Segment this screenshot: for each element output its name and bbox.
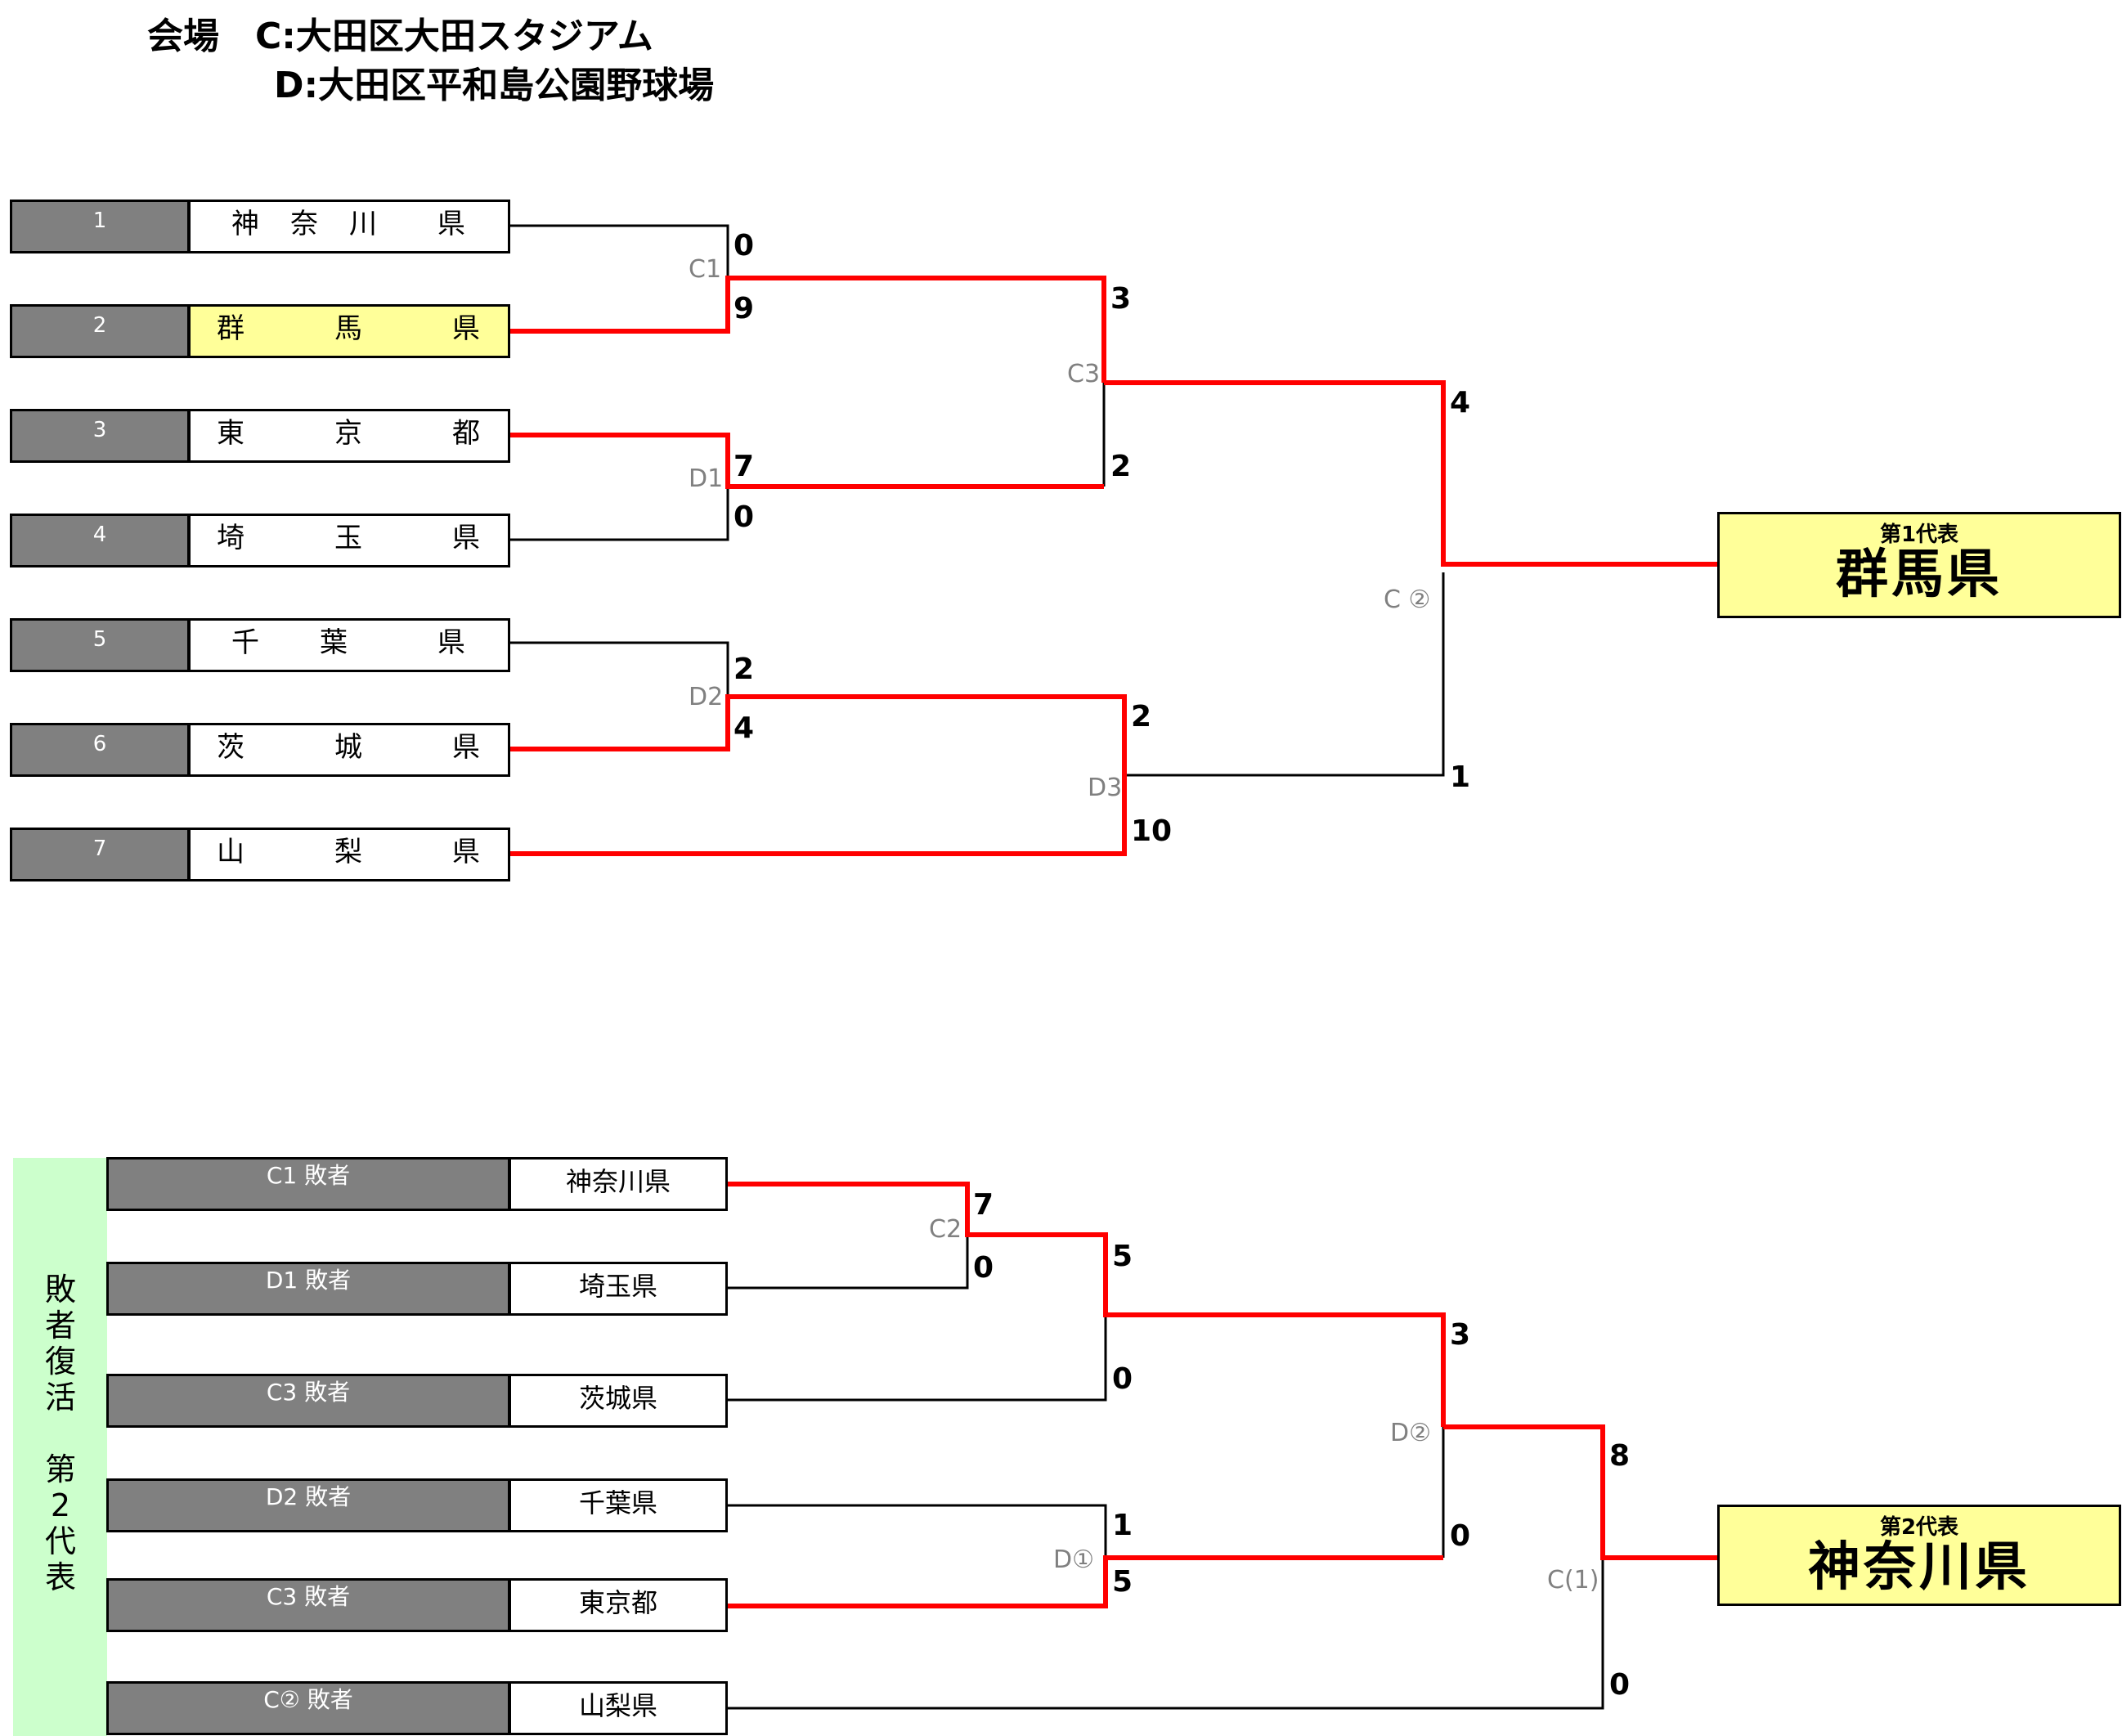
repechage-label-4: D2 敗者 xyxy=(106,1478,510,1532)
team-6: 茨 城 県 xyxy=(188,723,510,777)
score-r-c2-bot: 0 xyxy=(973,1251,994,1285)
first-representative-team: 群馬県 xyxy=(1836,545,2003,605)
score-c3-top: 3 xyxy=(1110,282,1132,316)
seed-7: 7 xyxy=(10,828,190,881)
repechage-label-5: C3 敗者 xyxy=(106,1578,510,1632)
match-label-d2-circle: D② xyxy=(1390,1419,1431,1447)
match-label-c1-paren: C(1) xyxy=(1547,1566,1599,1595)
seed-3: 3 xyxy=(10,409,190,463)
score-r-c1-bot: 0 xyxy=(1609,1668,1631,1702)
first-representative-label: 第1代表 xyxy=(1879,523,1959,547)
repechage-label-2: D1 敗者 xyxy=(106,1262,510,1316)
match-label-d1-circle: D① xyxy=(1053,1545,1094,1574)
second-representative-team: 神奈川県 xyxy=(1808,1537,2030,1598)
score-c2-top: 4 xyxy=(1450,386,1471,419)
repechage-label-6: C② 敗者 xyxy=(106,1681,510,1735)
score-r2-bot: 0 xyxy=(1112,1362,1133,1396)
seed-4: 4 xyxy=(10,514,190,567)
match-label-c1: C1 xyxy=(689,255,722,284)
score-c1-bot: 9 xyxy=(734,292,755,325)
score-r-c1-top: 8 xyxy=(1609,1439,1631,1473)
second-representative-box: 第2代表 神奈川県 xyxy=(1717,1505,2121,1606)
score-r-d2-top: 3 xyxy=(1450,1318,1471,1352)
match-label-c2: C2 xyxy=(929,1215,962,1244)
score-d3-top: 2 xyxy=(1131,700,1152,733)
repechage-team-4: 千葉県 xyxy=(509,1478,728,1532)
repechage-side-panel xyxy=(13,1158,107,1736)
match-label-d3: D3 xyxy=(1088,774,1123,802)
score-d2-bot: 4 xyxy=(734,711,755,745)
repechage-side-label: 敗 者 復 活 第 2 代 表 xyxy=(44,1272,76,1595)
repechage-team-6: 山梨県 xyxy=(509,1681,728,1735)
score-c1-top: 0 xyxy=(734,229,755,262)
score-d3-bot: 10 xyxy=(1131,814,1173,848)
team-1: 神 奈 川 県 xyxy=(188,200,510,253)
team-5: 千 葉 県 xyxy=(188,618,510,672)
match-label-c2-circle: C ② xyxy=(1384,585,1431,614)
score-d1-top: 7 xyxy=(734,450,755,483)
match-label-d1: D1 xyxy=(689,464,724,493)
score-r2-top: 5 xyxy=(1112,1240,1133,1273)
seed-2: 2 xyxy=(10,304,190,358)
score-r-d2-bot: 0 xyxy=(1450,1519,1471,1553)
team-4: 埼 玉 県 xyxy=(188,514,510,567)
repechage-team-5: 東京都 xyxy=(509,1578,728,1632)
first-representative-box: 第1代表 群馬県 xyxy=(1717,512,2121,618)
score-c3-bot: 2 xyxy=(1110,450,1132,483)
score-r-d1-top: 1 xyxy=(1112,1509,1133,1542)
score-r-d1-bot: 5 xyxy=(1112,1565,1133,1599)
match-label-d2: D2 xyxy=(689,683,724,711)
seed-1: 1 xyxy=(10,200,190,253)
repechage-team-2: 埼玉県 xyxy=(509,1262,728,1316)
repechage-team-1: 神奈川県 xyxy=(509,1157,728,1211)
score-d2-top: 2 xyxy=(734,653,755,686)
match-label-c3: C3 xyxy=(1067,360,1101,388)
seed-5: 5 xyxy=(10,618,190,672)
score-r-c2-top: 7 xyxy=(973,1188,994,1222)
score-d1-bot: 0 xyxy=(734,500,755,534)
repechage-label-1: C1 敗者 xyxy=(106,1157,510,1211)
venue-line-1: 会場 C:大田区大田スタジアム xyxy=(147,16,653,57)
score-c2-bot: 1 xyxy=(1450,760,1471,794)
team-2: 群 馬 県 xyxy=(188,304,510,358)
seed-6: 6 xyxy=(10,723,190,777)
repechage-label-3: C3 敗者 xyxy=(106,1374,510,1428)
repechage-team-3: 茨城県 xyxy=(509,1374,728,1428)
second-representative-label: 第2代表 xyxy=(1879,1515,1959,1540)
venue-line-2: D:大田区平和島公園野球場 xyxy=(274,65,715,106)
team-3: 東 京 都 xyxy=(188,409,510,463)
team-7: 山 梨 県 xyxy=(188,828,510,881)
